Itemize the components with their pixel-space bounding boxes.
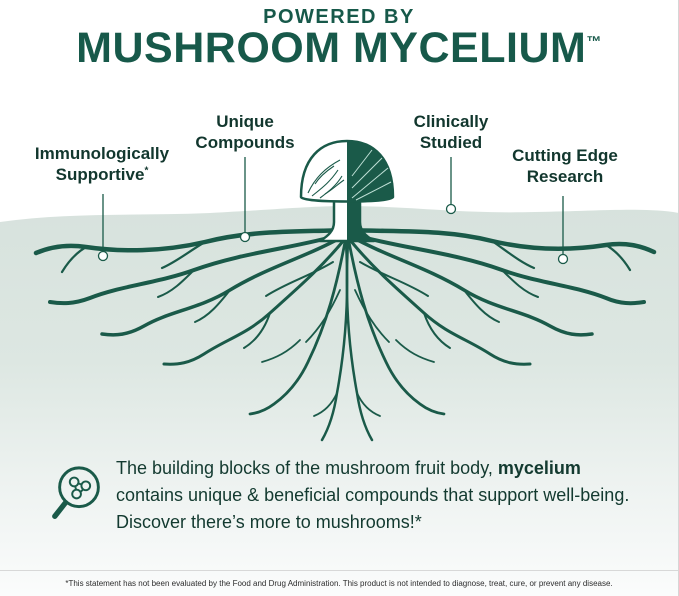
callout-cutting-edge-research: Cutting Edge Research (493, 145, 637, 188)
callout-clinically-studied: Clinically Studied (381, 111, 521, 154)
magnifier-molecule-icon (52, 466, 100, 519)
title-text: MUSHROOM MYCELIUM (76, 24, 587, 72)
callout-line-1: Cutting Edge (512, 146, 618, 165)
page-title: MUSHROOM MYCELIUM™ (0, 24, 678, 73)
callout-immunologically-supportive: Immunologically Supportive* (14, 143, 190, 186)
ground-shape (0, 206, 678, 596)
description-part1: The building blocks of the mushroom frui… (116, 458, 498, 478)
mycelium-roots-illustration (33, 227, 657, 442)
callout-line-2: Studied (419, 133, 483, 153)
callout-connector-lines (97, 157, 569, 265)
callout-unique-compounds: Unique Compounds (175, 111, 315, 154)
kicker-text: POWERED BY (263, 6, 415, 28)
mushroom-illustration (299, 139, 395, 243)
trademark-symbol: ™ (586, 33, 602, 51)
callout-line-2: Research (526, 167, 604, 187)
asterisk-superscript: * (144, 165, 149, 177)
description-text: The building blocks of the mushroom frui… (116, 455, 640, 536)
description-bold-mycelium: mycelium (497, 458, 581, 478)
description-part2: contains unique & beneficial compounds t… (116, 485, 630, 532)
callout-line-2-text: Supportive (55, 165, 145, 185)
fda-disclaimer-text: *This statement has not been evaluated b… (65, 579, 613, 588)
footer-divider (0, 570, 678, 571)
callout-line-2: Supportive* (14, 164, 190, 185)
callout-line-1: Clinically (413, 112, 489, 131)
callout-line-2: Compounds (195, 133, 295, 153)
callout-line-1: Unique (216, 112, 274, 131)
callout-line-1: Immunologically (34, 144, 170, 163)
